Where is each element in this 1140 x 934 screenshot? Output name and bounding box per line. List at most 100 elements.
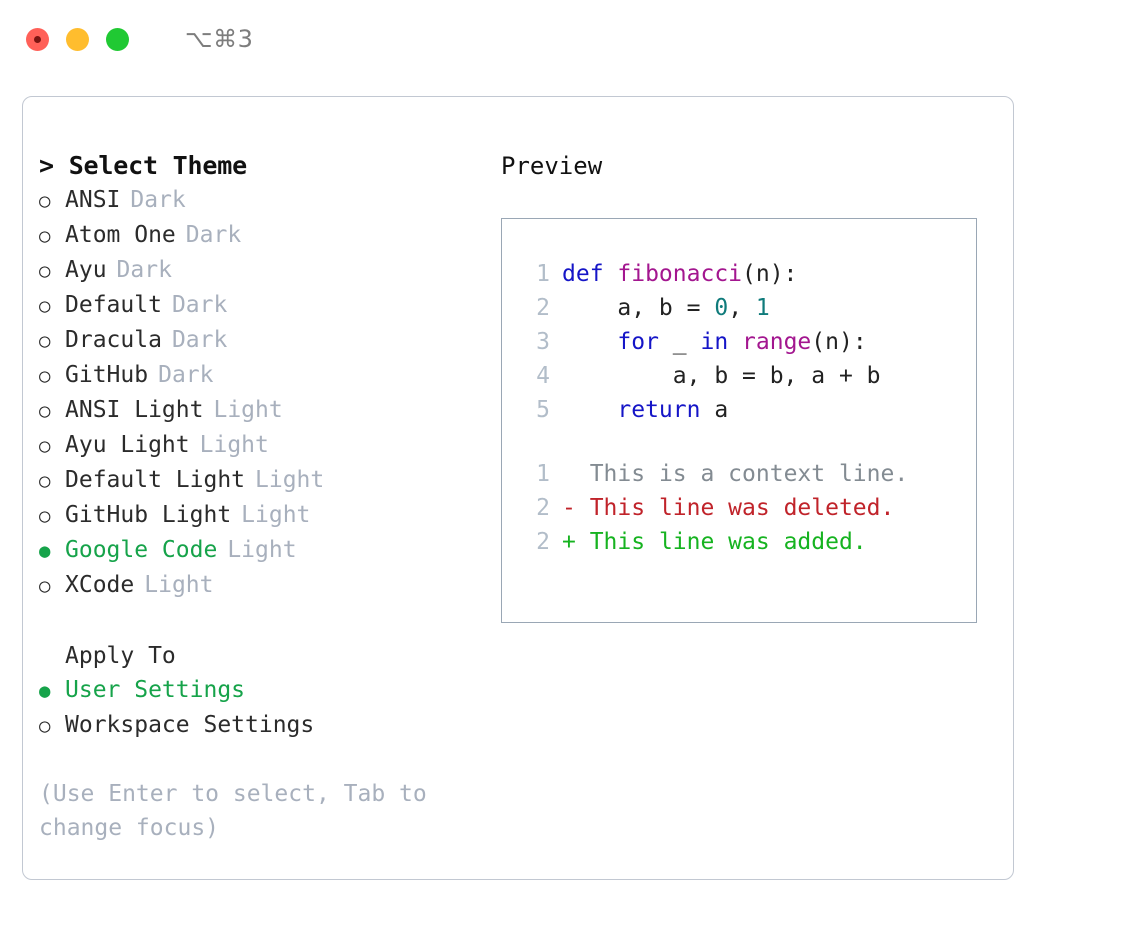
radio-icon: ○ [39,505,51,527]
radio-icon: ○ [39,225,51,247]
theme-list-item[interactable]: ○ Ayu Dark [39,253,479,288]
diff-content: This is a context line. [575,461,909,487]
theme-list-item[interactable]: ○ Default Dark [39,288,479,323]
line-number: 2 [536,295,550,321]
diff-content: This line was deleted. [575,495,895,521]
theme-list-item[interactable]: ○ GitHub Dark [39,358,479,393]
theme-list-item[interactable]: ○ Dracula Dark [39,323,479,358]
radio-icon: ○ [39,190,51,212]
theme-variant-badge: Light [199,432,269,458]
theme-variant-badge: Light [144,572,214,598]
code-line: 2 a, b = 0, 1 [516,291,976,325]
code-text: def fibonacci(n): [562,257,797,291]
apply-to-item[interactable]: ○ Workspace Settings [39,708,479,743]
minimize-window-button[interactable] [66,27,89,51]
theme-name-label: ANSI [65,187,121,213]
code-token-plain [562,329,617,355]
code-token-plain [728,329,742,355]
theme-variant-badge: Dark [116,257,172,283]
diff-spacer [516,427,976,457]
apply-to-header: Apply To [65,643,176,669]
theme-variant-badge: Dark [171,292,228,318]
apply-to-label: User Settings [65,677,246,703]
theme-variant-badge: Light [255,467,325,493]
code-token-plain: , [728,295,756,321]
theme-name-label: GitHub Light [65,502,232,528]
theme-variant-badge: Light [227,537,297,563]
code-token-num: 1 [755,295,770,321]
radio-icon: ○ [39,330,51,352]
code-token-kw: in [700,329,729,355]
theme-name-label: GitHub [65,362,149,388]
keyboard-hint-text: (Use Enter to select, Tab to change focu… [39,781,441,841]
theme-variant-badge: Dark [171,327,228,353]
code-token-plain: a [700,397,729,423]
code-text: for _ in range(n): [562,325,867,359]
selected-radio-icon: ● [39,680,51,702]
apply-to-item[interactable]: ● User Settings [39,673,479,708]
theme-variant-badge: Dark [130,187,186,213]
radio-icon: ○ [39,575,51,597]
radio-icon: ○ [39,260,51,282]
traffic-light-group [26,27,129,51]
line-number: 2 [536,495,550,521]
maximize-window-button[interactable] [106,27,129,51]
code-token-fn: range [742,329,812,355]
radio-icon: ○ [39,435,51,457]
diff-sample: 1 This is a context line.2- This line wa… [516,457,976,559]
code-line: 5 return a [516,393,976,427]
theme-list-item[interactable]: ○ ANSI Dark [39,183,479,218]
line-number: 2 [536,529,550,555]
code-token-num: 0 [714,295,729,321]
code-token-kw: def [562,261,618,287]
diff-marker: - [562,495,576,521]
theme-name-label: Default [65,292,162,318]
radio-icon: ○ [39,365,51,387]
theme-list-item[interactable]: ○ GitHub Light Light [39,498,479,533]
diff-text: This is a context line. [562,457,909,491]
code-token-plain: (n): [811,329,867,355]
theme-variant-badge: Dark [185,222,242,248]
code-token-plain [562,397,617,423]
keyboard-shortcut-label: ⌥⌘3 [185,25,254,53]
code-token-plain: a, b = [562,295,715,321]
section-spacer [39,603,479,639]
radio-icon: ○ [39,295,51,317]
theme-name-label: Ayu [65,257,107,283]
code-line: 1 def fibonacci(n): [516,257,976,291]
line-number: 1 [536,261,550,287]
diff-marker: + [562,529,576,555]
theme-list-item[interactable]: ● Google Code Light [39,533,479,568]
diff-line: 2+ This line was added. [516,525,976,559]
line-number: 5 [536,397,550,423]
code-token-plain: (n): [742,261,798,287]
preview-title: Preview [501,152,603,180]
theme-variant-badge: Light [241,502,311,528]
theme-name-label: Default Light [65,467,246,493]
close-window-button[interactable] [26,27,49,51]
apply-to-list[interactable]: ● User Settings ○ Workspace Settings [39,673,479,743]
theme-name-label: XCode [65,572,135,598]
apply-to-label: Workspace Settings [65,712,315,738]
code-text: return a [562,393,728,427]
selected-radio-icon: ● [39,540,51,562]
code-text: a, b = b, a + b [562,359,881,393]
theme-list-item[interactable]: ○ XCode Light [39,568,479,603]
code-token-plain: _ [658,329,701,355]
theme-name-label: Google Code [65,537,218,563]
theme-name-label: Dracula [65,327,162,353]
titlebar: ⌥⌘3 [0,0,1140,78]
radio-icon: ○ [39,715,51,737]
theme-variant-badge: Dark [158,362,214,388]
code-token-kw: for [617,329,659,355]
code-line: 4 a, b = b, a + b [516,359,976,393]
